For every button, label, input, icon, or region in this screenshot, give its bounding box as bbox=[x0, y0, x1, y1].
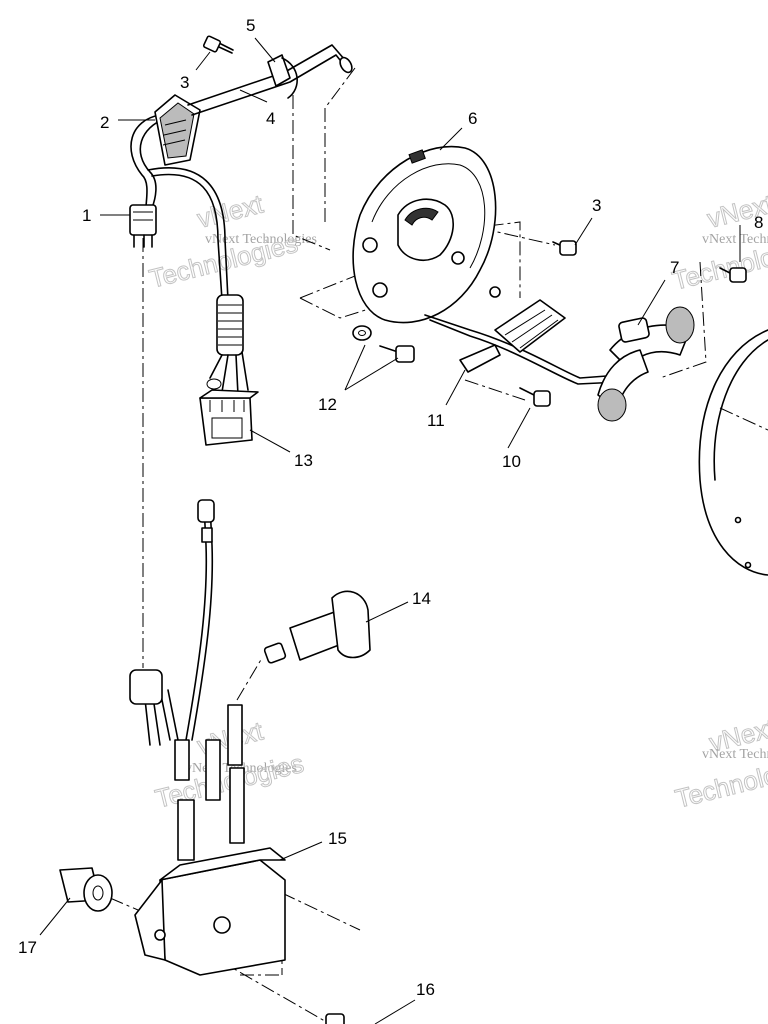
ignition-coil-part-15 bbox=[134, 704, 286, 976]
watermark-top-left: vNext vNext Technologies Technologies bbox=[146, 188, 317, 294]
callout-labels: 1 2 3 4 5 6 3 7 8 12 11 10 13 14 15 17 1… bbox=[18, 16, 763, 999]
wiring-harness bbox=[130, 114, 249, 396]
tube-part-4 bbox=[187, 44, 353, 116]
spark-plug-cap-part-14 bbox=[263, 590, 371, 664]
screw-washer-part-12 bbox=[352, 325, 415, 363]
clip-part-5 bbox=[267, 54, 298, 99]
screw-part-8 bbox=[719, 267, 747, 283]
screw-part-10 bbox=[519, 387, 551, 407]
callout-17: 17 bbox=[18, 938, 37, 957]
callout-5: 5 bbox=[246, 16, 255, 35]
screw-part-3-top bbox=[202, 35, 234, 54]
screw-part-3-right bbox=[552, 240, 577, 256]
callout-16: 16 bbox=[416, 980, 435, 999]
watermark-brand-text: vNext Technologies bbox=[702, 232, 768, 247]
callout-6: 6 bbox=[468, 109, 477, 128]
bushing-part-17 bbox=[59, 867, 113, 912]
trigger-coil-part-7 bbox=[597, 306, 695, 422]
callout-14: 14 bbox=[412, 589, 431, 608]
callout-15: 15 bbox=[328, 829, 347, 848]
callout-10: 10 bbox=[502, 452, 521, 471]
lower-harness bbox=[129, 499, 215, 781]
bolt-part-16 bbox=[325, 1013, 345, 1024]
watermark-right-middle: vNext vNext Technologies Technologies bbox=[672, 712, 768, 814]
watermark-top-right: vNext vNext Technologies Technologies bbox=[669, 188, 768, 296]
callout-12: 12 bbox=[318, 395, 337, 414]
watermark-brand-text: vNext Technologies bbox=[702, 747, 768, 762]
callout-2: 2 bbox=[100, 113, 109, 132]
watermark-brand-text: vNext Technologies bbox=[205, 232, 317, 247]
callout-4: 4 bbox=[266, 109, 275, 128]
callout-11: 11 bbox=[427, 411, 445, 430]
callout-3-right: 3 bbox=[592, 196, 601, 215]
connector-block-part-13 bbox=[199, 389, 259, 446]
regulator-module-part-2 bbox=[154, 94, 201, 166]
watermark-vnext-text: vNext bbox=[194, 188, 266, 233]
callout-13: 13 bbox=[294, 451, 313, 470]
pickup-coil-part-11 bbox=[424, 299, 621, 385]
callout-7: 7 bbox=[670, 258, 679, 277]
leader-lines bbox=[39, 37, 741, 1024]
connector-plug-part-1 bbox=[129, 204, 157, 248]
flywheel-housing bbox=[698, 329, 768, 576]
stator-plate-part-6 bbox=[352, 145, 501, 324]
callout-1: 1 bbox=[82, 206, 91, 225]
callout-3-top: 3 bbox=[180, 73, 189, 92]
callout-8: 8 bbox=[754, 213, 763, 232]
